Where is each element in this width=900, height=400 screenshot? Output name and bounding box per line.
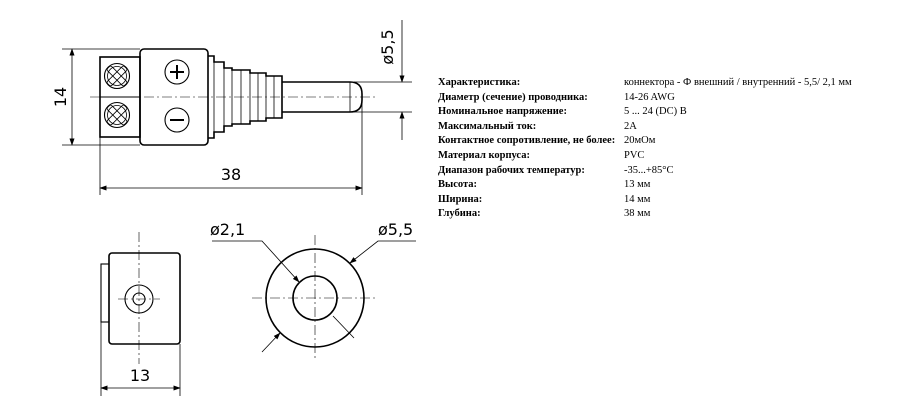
spec-row: Диапазон рабочих температур: -35...+85°C	[438, 164, 852, 179]
plus-polarity-icon	[164, 59, 190, 85]
dim-plug-diameter-label: ø5,5	[378, 29, 397, 64]
dim-width-label: 13	[130, 366, 150, 385]
dim-plug-diameter: ø5,5	[354, 20, 412, 140]
end-view-body	[108, 252, 181, 345]
spec-value: 14 мм	[624, 193, 651, 205]
spec-row: Глубина: 38 мм	[438, 207, 852, 222]
spec-key: Диапазон рабочих температур:	[438, 164, 585, 176]
end-view: 13	[100, 232, 181, 396]
spec-row: Материал корпуса: PVC	[438, 149, 852, 164]
spec-value: 38 мм	[624, 208, 651, 220]
spec-key: Ширина:	[438, 193, 483, 205]
spec-row: Максимальный ток: 2А	[438, 120, 852, 135]
dim-outer-diameter-label: ø5,5	[378, 220, 413, 239]
dim-length-label: 38	[221, 165, 241, 184]
spec-value: -35...+85°C	[624, 164, 674, 176]
spec-row: Диаметр (сечение) проводника: 14-26 AWG	[438, 91, 852, 106]
spec-value: 5 ... 24 (DC) В	[624, 106, 687, 118]
spec-key: Высота:	[438, 179, 478, 191]
dim-height: 14	[51, 48, 140, 146]
spec-value: коннектора - Ф внешний / внутренний - 5,…	[624, 77, 852, 88]
side-view: 14 38 ø5,5	[51, 20, 412, 195]
spec-value: PVC	[624, 149, 645, 161]
spec-key: Характеристика:	[438, 77, 521, 88]
dim-height-label: 14	[51, 87, 70, 107]
spec-key: Диаметр (сечение) проводника:	[438, 91, 588, 103]
spec-key: Материал корпуса:	[438, 149, 530, 161]
spec-value: 13 мм	[624, 179, 651, 191]
spec-key: Контактное сопротивление, не более:	[438, 135, 616, 147]
spec-row: Высота: 13 мм	[438, 178, 852, 193]
spec-row: Характеристика: коннектора - Ф внешний / …	[438, 76, 852, 91]
front-view: ø2,1 ø5,5	[210, 220, 416, 361]
dim-outer-diameter: ø5,5	[261, 220, 416, 353]
dim-inner-diameter: ø2,1	[210, 220, 355, 339]
spec-row: Контактное сопротивление, не более: 20мОм	[438, 134, 852, 149]
spec-key: Глубина:	[438, 208, 481, 220]
screw-top-icon	[103, 62, 131, 90]
minus-polarity-icon	[164, 107, 190, 133]
dim-inner-diameter-label: ø2,1	[210, 220, 245, 239]
dim-width: 13	[100, 322, 181, 396]
screw-bottom-icon	[103, 101, 131, 129]
specifications-table: Характеристика: коннектора - Ф внешний / …	[438, 76, 852, 222]
spec-row: Ширина: 14 мм	[438, 193, 852, 208]
spec-row: Номинальное напряжение: 5 ... 24 (DC) В	[438, 105, 852, 120]
spec-value: 14-26 AWG	[624, 91, 675, 103]
spec-key: Максимальный ток:	[438, 120, 537, 132]
spec-value: 2А	[624, 120, 637, 132]
dim-length: 38	[99, 100, 363, 195]
spec-key: Номинальное напряжение:	[438, 106, 567, 118]
spec-value: 20мОм	[624, 135, 656, 147]
